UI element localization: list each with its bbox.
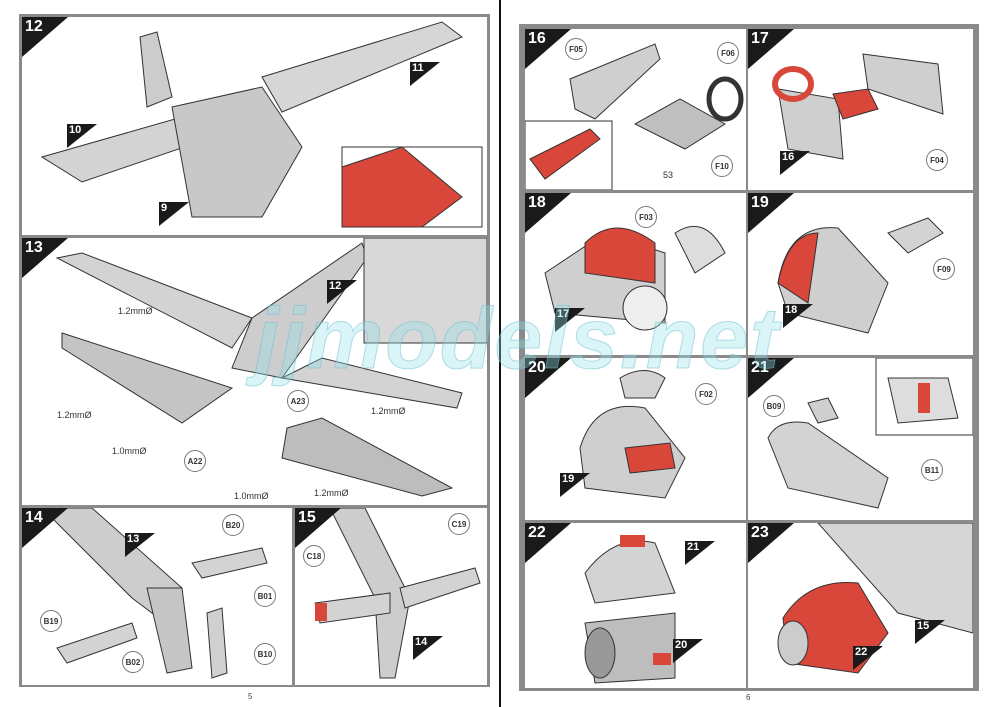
right-page: 16 F05 F06 F10 53 17 16 F04 18 17 F03 <box>501 0 1000 707</box>
step-16-panel: 16 F05 F06 F10 53 <box>525 29 746 190</box>
left-page: 12 10 11 9 13 12 A22 A23 1.2mmØ 1.2mmØ 1… <box>0 0 499 707</box>
part-label-f04: F04 <box>926 149 948 171</box>
part-label-b02: B02 <box>122 651 144 673</box>
drill-size-label: 1.2mmØ <box>371 406 406 416</box>
part-label-b11: B11 <box>921 459 943 481</box>
part-label-b19: B19 <box>40 610 62 632</box>
step-20-panel: 20 19 F02 <box>525 358 746 520</box>
page-divider <box>499 0 501 707</box>
step-18-panel: 18 17 F03 <box>525 193 746 355</box>
step-19-drawing <box>777 217 944 334</box>
part-label-f02: F02 <box>695 383 717 405</box>
drill-size-label: 1.0mmØ <box>234 491 269 501</box>
step-ref-22: 22 <box>853 646 883 670</box>
step-15-panel: 15 14 C19 C18 <box>295 508 487 685</box>
step-22-drawing <box>584 535 676 684</box>
part-label-b01: B01 <box>254 585 276 607</box>
part-label-c19: C19 <box>448 513 470 535</box>
part-label-b10: B10 <box>254 643 276 665</box>
drill-size-label: 1.0mmØ <box>112 446 147 456</box>
step-14-panel: 14 13 B20 B01 B19 B02 B10 <box>22 508 292 685</box>
step-12-drawing <box>40 21 483 228</box>
step-16-drawing <box>525 43 744 190</box>
part-label-f09: F09 <box>933 258 955 280</box>
step-13-panel: 13 12 A22 A23 1.2mmØ 1.2mmØ 1.0mmØ 1.2mm… <box>22 238 487 505</box>
drill-size-label: 1.2mmØ <box>314 488 349 498</box>
part-label-c18: C18 <box>303 545 325 567</box>
step-17-drawing <box>772 53 944 160</box>
step-22-panel: 22 21 20 <box>525 523 746 688</box>
step-12-panel: 12 10 11 9 <box>22 17 487 235</box>
step-15-drawing <box>314 508 481 679</box>
part-label-f10: F10 <box>711 155 733 177</box>
page-number: 6 <box>746 693 751 702</box>
step-19-panel: 19 18 F09 <box>748 193 973 355</box>
drill-size-label: 1.2mmØ <box>57 410 92 420</box>
step-23-panel: 23 15 22 <box>748 523 973 688</box>
step-18-drawing <box>544 225 726 331</box>
part-label-a22: A22 <box>184 450 206 472</box>
part-label-b09: B09 <box>763 395 785 417</box>
step-13-drawing <box>55 238 487 497</box>
step-17-panel: 17 16 F04 <box>748 29 973 190</box>
part-label-f05: F05 <box>565 38 587 60</box>
part-label-f06: F06 <box>717 42 739 64</box>
page-number: 5 <box>248 692 253 701</box>
step-14-drawing <box>41 508 268 679</box>
step-21-panel: 21 B09 B11 <box>748 358 973 520</box>
step-21-drawing <box>767 358 973 509</box>
step-20-drawing <box>579 370 686 499</box>
part-label-b20: B20 <box>222 514 244 536</box>
part-number-53: 53 <box>663 170 674 180</box>
drill-size-label: 1.2mmØ <box>118 306 153 316</box>
part-label-f03: F03 <box>635 206 657 228</box>
part-label-a23: A23 <box>287 390 309 412</box>
